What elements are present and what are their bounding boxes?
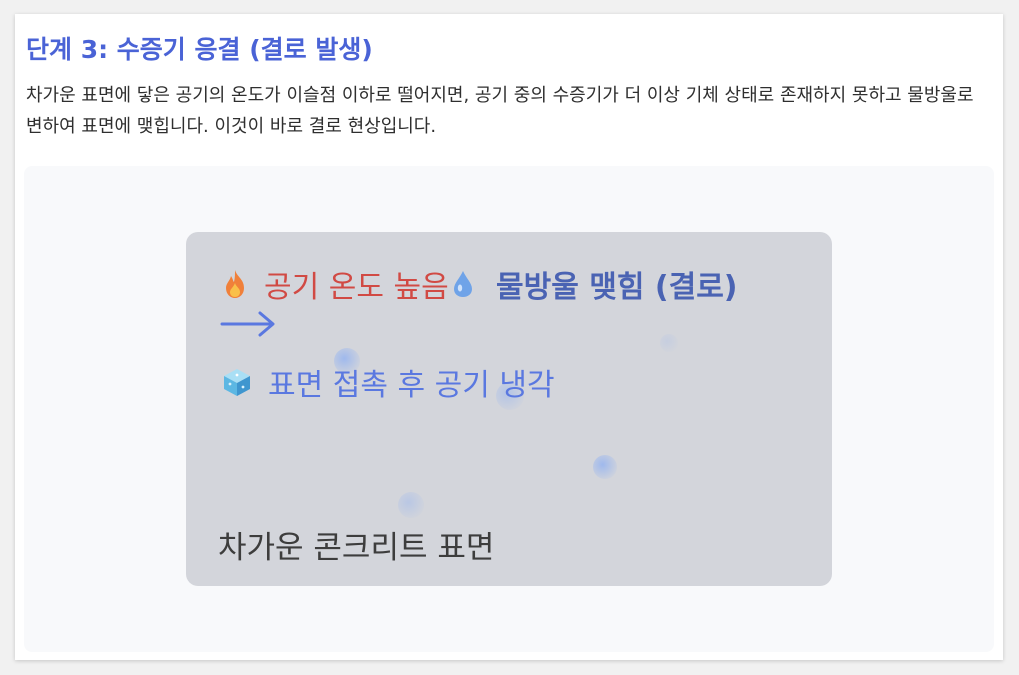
water-droplet xyxy=(398,492,424,518)
step-card: 단계 3: 수증기 응결 (결로 발생) 차가운 표면에 닿은 공기의 온도가 … xyxy=(15,14,1003,660)
step-title: 단계 3: 수증기 응결 (결로 발생) xyxy=(26,35,373,64)
surface-label: 차가운 콘크리트 표면 xyxy=(218,530,495,566)
step-description: 차가운 표면에 닿은 공기의 온도가 이슬점 이하로 떨어지면, 공기 중의 수… xyxy=(26,85,974,137)
droplets-form-text: 물방울 맺힘 (결로) xyxy=(496,270,738,305)
condensation-diagram: 공기 온도 높음 물방울 맺힘 (결로) xyxy=(24,166,994,652)
arrow-right-icon xyxy=(220,311,275,337)
cold-surface-panel: 공기 온도 높음 물방울 맺힘 (결로) xyxy=(186,232,832,586)
hot-air-text: 공기 온도 높음 xyxy=(264,270,449,305)
cooling-label: 표면 접촉 후 공기 냉각 xyxy=(222,360,555,404)
ice-cube-icon xyxy=(224,369,250,396)
water-droplet xyxy=(660,334,678,352)
droplet-icon xyxy=(454,271,472,297)
water-droplet xyxy=(496,382,524,410)
droplets-form-label: 물방울 맺힘 (결로) xyxy=(452,262,738,306)
hot-air-label: 공기 온도 높음 xyxy=(222,262,449,306)
water-droplet xyxy=(334,348,360,374)
water-droplet xyxy=(593,455,617,479)
flame-icon xyxy=(226,270,244,298)
cooling-text: 표면 접촉 후 공기 냉각 xyxy=(268,368,555,403)
